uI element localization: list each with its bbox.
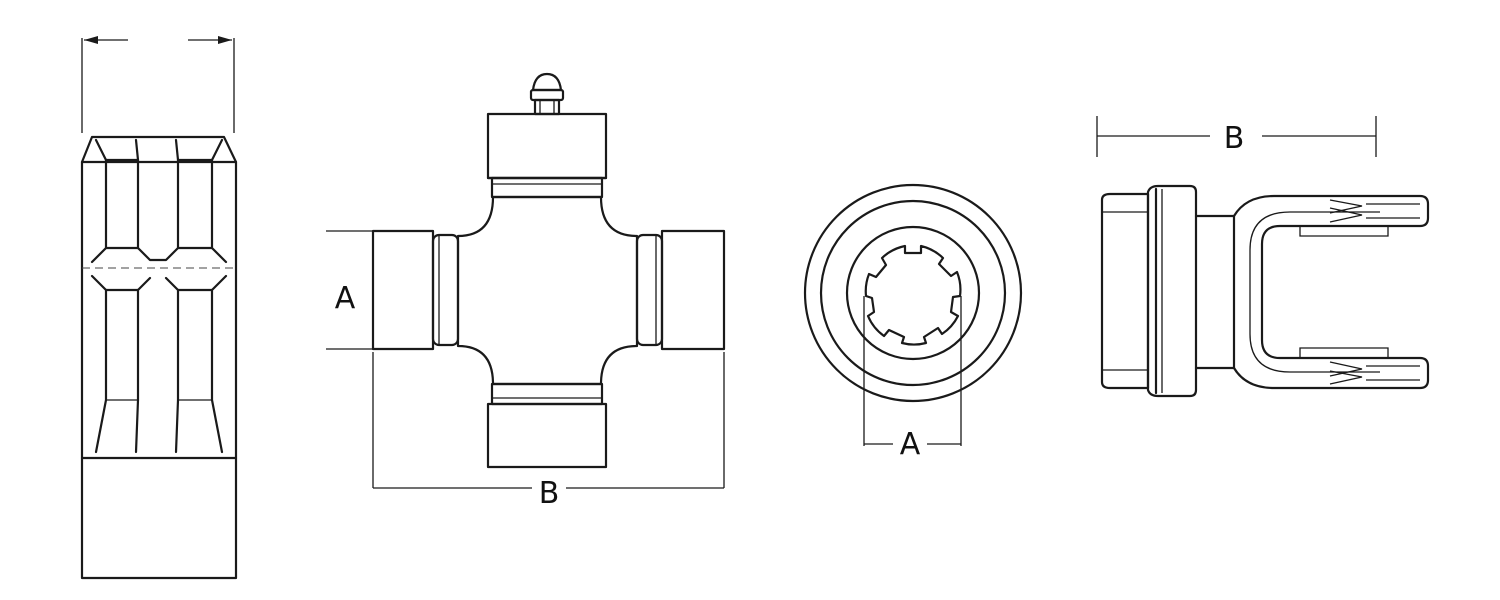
left-bearing-cap [371,229,460,351]
bottom-bearing-cap [486,382,608,469]
splined-sleeve-view [80,36,238,580]
cross-dimension-a: A [326,230,373,350]
sleeve-width-dimension [81,36,235,133]
yoke-label-b: B [1224,121,1245,156]
hub-dimension-a: A [863,296,962,462]
yoke-fork-inner [1249,211,1380,373]
hub-inner-ring [819,199,1007,387]
hub-bore-ring [845,225,981,361]
top-bearing-cap [486,112,608,199]
yoke-dimension-b: B [1096,116,1377,157]
spline-bore-profile [864,244,962,346]
hub-end-view: A [803,183,1023,462]
lower-arm-detail [1299,347,1420,385]
upper-arm-detail [1299,199,1420,237]
hub-outer-ring [803,183,1023,403]
lower-splines [90,274,228,454]
cross-body [456,195,639,386]
hub-label-a: A [900,427,921,462]
cross-label-b: B [539,476,560,511]
cross-label-a: A [335,281,356,316]
cross-journal-view: A B [326,72,726,511]
yoke-fork-outer [1194,194,1430,390]
yoke-hub [1100,184,1198,398]
yoke-side-view: B [1096,116,1430,398]
cross-dimension-b: B [372,352,725,511]
grease-fitting [529,72,565,116]
right-bearing-cap [635,229,726,351]
upper-splines [90,138,228,264]
